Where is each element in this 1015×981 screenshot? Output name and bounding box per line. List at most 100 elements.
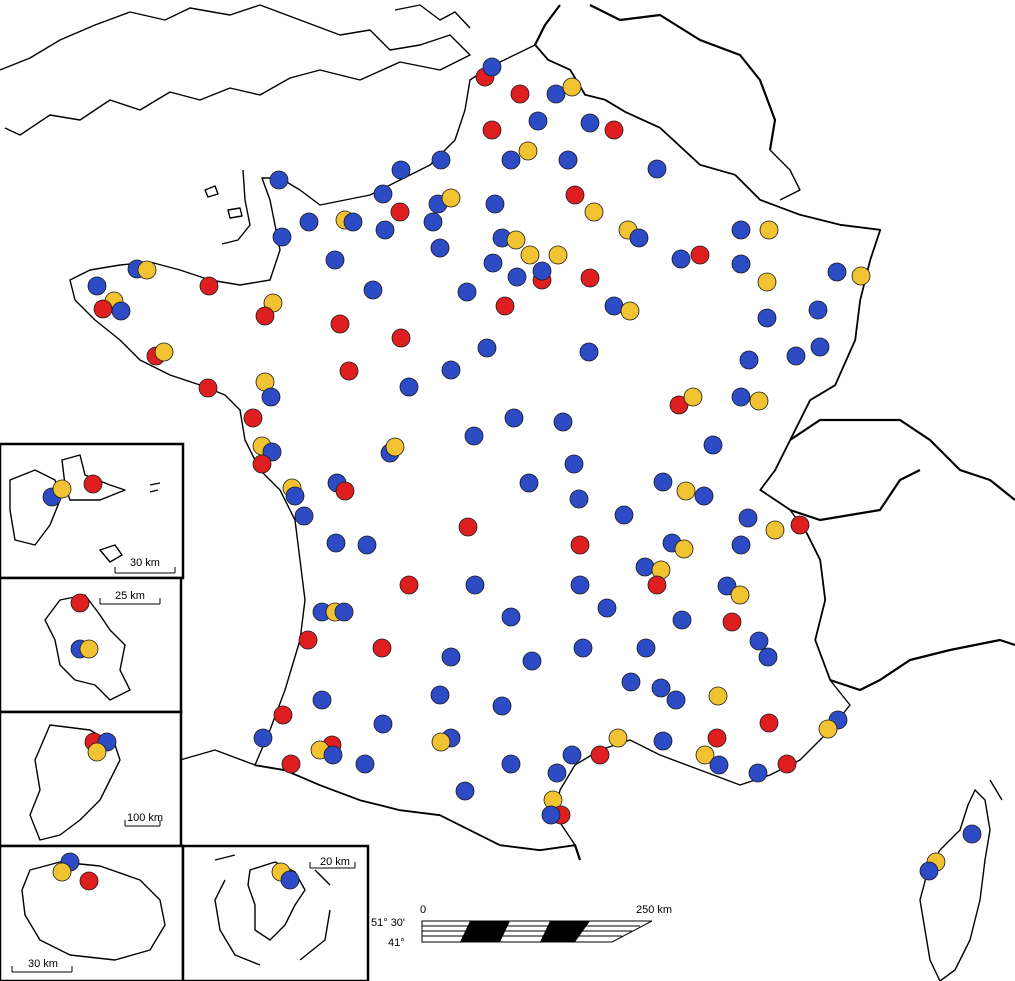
marker-blue [519, 473, 539, 493]
marker-blue [363, 280, 383, 300]
marker-blue [343, 212, 363, 232]
marker-blue [717, 576, 737, 596]
marker-blue [507, 267, 527, 287]
marker-blue [672, 610, 692, 630]
marker-red [93, 299, 113, 319]
marker-yellow [520, 245, 540, 265]
great-britain-coast-east [394, 4, 471, 29]
marker-yellow [708, 686, 728, 706]
marker-blue [570, 575, 590, 595]
main-scale-bar: 0 250 km 51° 30' 41° [371, 904, 672, 949]
marker-blue [87, 276, 107, 296]
marker-blue [430, 685, 450, 705]
marker-red [399, 575, 419, 595]
marker-red [79, 871, 99, 891]
marker-yellow [548, 245, 568, 265]
marker-blue [731, 387, 751, 407]
marker-blue [485, 194, 505, 214]
marker-yellow [52, 479, 72, 499]
marker-blue [621, 672, 641, 692]
marker-blue [962, 824, 982, 844]
marker-blue [731, 220, 751, 240]
marker-yellow [52, 862, 72, 882]
marker-blue [482, 57, 502, 77]
marker-red [510, 84, 530, 104]
marker-blue [269, 170, 289, 190]
marker-yellow [676, 481, 696, 501]
marker-red [777, 754, 797, 774]
marker-blue [738, 508, 758, 528]
marker-blue [757, 308, 777, 328]
marker-red [281, 754, 301, 774]
marker-red [243, 408, 263, 428]
switzerland-border [759, 418, 1015, 522]
marker-blue [573, 638, 593, 658]
marker-blue [457, 282, 477, 302]
marker-blue [253, 728, 273, 748]
marker-red [759, 713, 779, 733]
marker-yellow [584, 202, 604, 222]
marker-yellow [757, 272, 777, 292]
marker-yellow [818, 719, 838, 739]
marker-blue [501, 150, 521, 170]
cotentin-west [221, 169, 251, 245]
marker-blue [357, 535, 377, 555]
marker-yellow [385, 437, 405, 457]
guyane-scale-label: 100 km [127, 812, 163, 824]
marker-yellow [759, 220, 779, 240]
marker-red [669, 395, 689, 415]
marker-blue [299, 212, 319, 232]
marker-blue [636, 638, 656, 658]
marker-blue [272, 227, 292, 247]
corsica-north-tip [989, 779, 1003, 801]
marker-blue [558, 150, 578, 170]
marker-red [722, 612, 742, 632]
marker-blue [441, 647, 461, 667]
marker-blue [532, 261, 552, 281]
great-britain-coast [0, 4, 471, 136]
marker-yellow [431, 732, 451, 752]
marker-yellow [518, 141, 538, 161]
inset-guadeloupe: 30 km [0, 442, 185, 580]
marker-blue [355, 754, 375, 774]
corsica [919, 789, 991, 981]
marker-red [298, 630, 318, 650]
marker-blue [325, 250, 345, 270]
marker-blue [651, 678, 671, 698]
marker-blue [483, 253, 503, 273]
marker-red [707, 728, 727, 748]
marker-yellow [506, 230, 526, 250]
marker-blue [373, 184, 393, 204]
marker-red [273, 705, 293, 725]
marker-blue [423, 212, 443, 232]
marker-blue [547, 763, 567, 783]
marker-blue [758, 647, 778, 667]
reunion-scale-label: 30 km [28, 958, 58, 970]
marker-blue [528, 111, 548, 131]
marker-blue [501, 607, 521, 627]
marker-blue [666, 690, 686, 710]
marker-blue [280, 870, 300, 890]
marker-yellow [562, 77, 582, 97]
marker-blue [709, 755, 729, 775]
marker-blue [285, 486, 305, 506]
marker-red [335, 481, 355, 501]
marker-blue [579, 342, 599, 362]
scale-start-label: 0 [420, 904, 426, 916]
marker-red [604, 120, 624, 140]
latitude-bottom-label: 41° [388, 937, 405, 949]
marker-blue [504, 408, 524, 428]
marker-blue [334, 602, 354, 622]
marker-red [255, 306, 275, 326]
marker-blue [541, 805, 561, 825]
channel-islands [204, 185, 243, 219]
marker-yellow [137, 260, 157, 280]
marker-blue [827, 262, 847, 282]
marker-blue [562, 745, 582, 765]
guadeloupe-scale-label: 30 km [130, 557, 160, 569]
marker-blue [569, 489, 589, 509]
marker-red [199, 276, 219, 296]
belgium-north [534, 4, 777, 151]
marker-blue [731, 254, 751, 274]
